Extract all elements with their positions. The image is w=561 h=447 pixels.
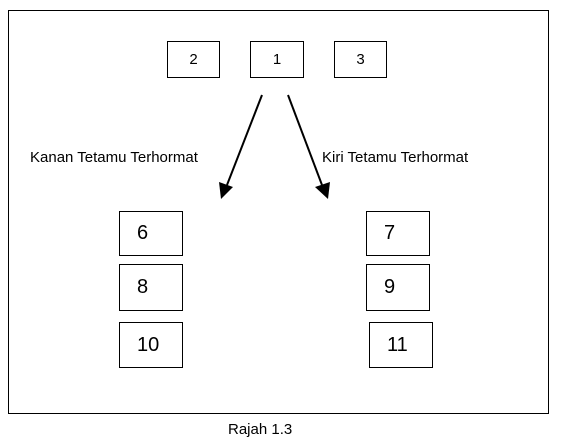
seat-6-number: 6 [137,222,149,244]
right-arrow-head [315,182,330,199]
seat-9-number: 9 [384,276,396,298]
seat-8-number: 8 [137,276,149,298]
left-arrow-head [219,182,233,199]
seat-10-box: 10 [119,322,183,368]
seat-7-number: 7 [384,222,396,244]
seat-9-box: 9 [366,264,430,311]
diagram-frame [8,10,549,414]
right-direction-label: Kiri Tetamu Terhormat [322,149,469,166]
seat-6-box: 6 [119,211,183,256]
figure-caption: Rajah 1.3 [228,421,293,438]
left-direction-label: Kanan Tetamu Terhormat [30,149,198,166]
right-arrow-shaft [287,94,323,186]
seat-10-number: 10 [137,333,160,356]
seat-2-number: 2 [189,51,198,68]
seat-2-box: 2 [167,41,220,78]
seat-11-number: 11 [387,333,408,356]
seat-7-box: 7 [366,211,430,256]
seat-11-box: 11 [369,322,433,368]
seat-3-box: 3 [334,41,387,78]
seat-3-number: 3 [356,51,365,68]
seat-1-number: 1 [272,51,282,68]
left-arrow-shaft [226,94,263,186]
seat-1-box: 1 [250,41,304,78]
seat-8-box: 8 [119,264,183,311]
